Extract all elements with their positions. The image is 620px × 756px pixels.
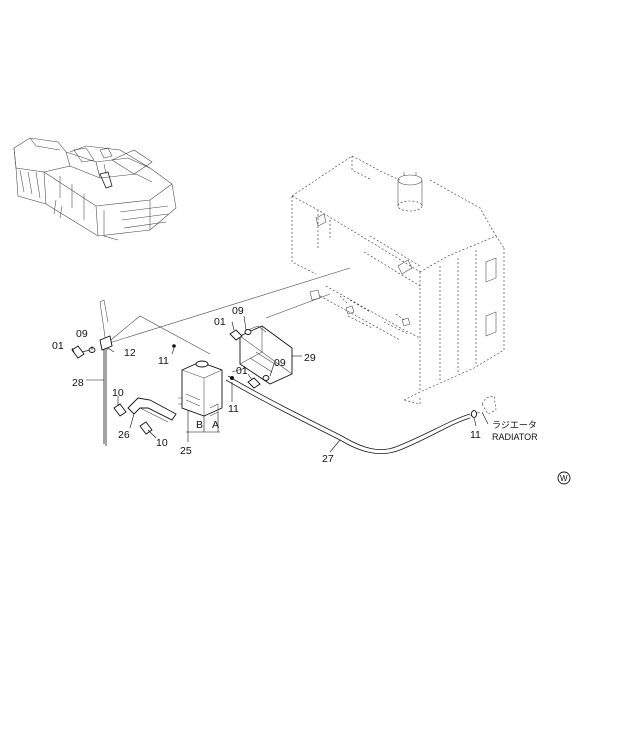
clamp-11-radiator bbox=[470, 410, 478, 418]
machine-overview-illustration bbox=[13, 137, 177, 241]
label-part-01-left: 01 bbox=[52, 340, 64, 352]
label-part-27: 27 bbox=[322, 453, 334, 465]
washer-09-upper bbox=[244, 329, 252, 335]
bolt-10-upper bbox=[113, 403, 127, 417]
label-radiator-english: RADIATOR bbox=[492, 432, 538, 442]
label-leaders bbox=[71, 315, 489, 453]
label-radiator-japanese: ラジエータ bbox=[492, 420, 537, 430]
label-part-11-upper: 11 bbox=[158, 355, 169, 367]
label-part-09-left: 09 bbox=[76, 328, 88, 340]
label-part-11-radiator: 11 bbox=[470, 429, 481, 441]
label-part-26: 26 bbox=[118, 429, 130, 441]
bolt-01-upper bbox=[229, 329, 243, 341]
label-part-01-lower: 01 bbox=[236, 365, 248, 377]
label-part-10-upper: 10 bbox=[112, 387, 124, 399]
label-part-09-lower: 09 bbox=[274, 357, 286, 369]
label-part-11-tank: 11 bbox=[228, 403, 239, 415]
part-29-bracket bbox=[239, 325, 293, 385]
label-part-12: 12 bbox=[124, 347, 136, 359]
clamp-11-tank bbox=[230, 376, 234, 380]
label-dimension-a: A bbox=[212, 419, 219, 431]
w-mark-label: W bbox=[560, 474, 568, 483]
label-part-25: 25 bbox=[180, 445, 192, 457]
clamp-11-upper bbox=[172, 344, 176, 348]
hydraulic-tank-outline bbox=[291, 155, 505, 405]
dimension-lines bbox=[186, 410, 220, 442]
label-part-09-upper: 09 bbox=[232, 305, 244, 317]
washer-09-lower bbox=[262, 375, 270, 381]
part-25-reservoir bbox=[178, 360, 223, 417]
label-dimension-b: B bbox=[196, 419, 203, 431]
w-mark-icon: W bbox=[557, 471, 571, 485]
part-26-strap bbox=[127, 397, 177, 423]
part-27-hose bbox=[225, 375, 497, 455]
label-part-10-lower: 10 bbox=[156, 437, 168, 449]
label-part-01-upper: 01 bbox=[214, 316, 226, 328]
label-part-28: 28 bbox=[72, 377, 84, 389]
bolt-01-left bbox=[71, 345, 91, 359]
part-28-rod bbox=[99, 335, 113, 446]
label-part-29: 29 bbox=[304, 352, 316, 364]
bolt-01-lower bbox=[247, 377, 261, 389]
